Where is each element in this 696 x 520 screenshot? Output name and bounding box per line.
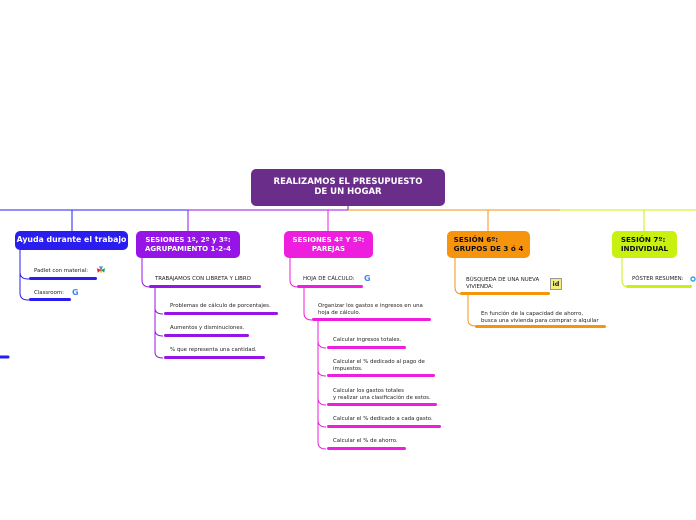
leaf-libreta-libro[interactable]: TRABAJAMOS CON LIBRETA Y LIBRO [155,276,251,282]
branch-ayuda[interactable]: Ayuda durante el trabajo [15,231,128,250]
edge-b2-sub [154,288,164,359]
leaf-gastos-totales[interactable]: Calcular los gastos totales y realizar u… [333,388,431,402]
leaf-capacidad-ahorro[interactable]: En función de la capacidad de ahorro, bu… [481,311,599,325]
leaf-padlet[interactable]: Padlet con material: [34,268,89,274]
leaf-organizar[interactable]: Organizar los gastos e ingresos en una h… [318,303,423,317]
leaf-classroom[interactable]: Classroom: [34,290,64,296]
branch-sesiones-1-3-label: SESIONES 1º, 2º y 3º: AGRUPAMIENTO 1-2-4 [145,236,231,253]
leaf-impuestos-underline [327,374,435,377]
edge-b1-items [19,250,30,301]
root-topic[interactable]: REALIZAMOS EL PRESUPUESTO DE UN HOGAR [251,169,445,206]
edge-b5-item [621,258,630,288]
leaf-poster-resumen-underline [626,285,692,288]
edge-b3-subsub [317,321,327,450]
leaf-cada-gasto[interactable]: Calcular el % dedicado a cada gasto. [333,416,433,422]
leaf-cada-gasto-underline [327,425,441,428]
branch-sesion-7-label: SESIÓN 7º: INDIVIDUAL [620,235,669,253]
leaf-aumentos-underline [164,334,249,337]
leaf-impuestos[interactable]: Calcular el % dedicado al pago de impues… [333,359,425,373]
leaf-poster-resumen[interactable]: PÓSTER RESUMEN: [632,276,684,282]
google-icon[interactable]: G [72,288,79,297]
leaf-hoja-calculo-underline [297,285,363,288]
leaf-ingresos-underline [327,346,406,349]
leaf-cantidad-underline [164,356,265,359]
leaf-libreta-libro-underline [149,285,261,288]
google-icon[interactable]: G [364,274,371,283]
leaf-porcentajes[interactable]: Problemas de cálculo de porcentajes. [170,303,271,309]
leaf-gastos-totales-underline [327,403,437,406]
edge-b4-sub [467,295,477,327]
branch-sesion-6-label: SESIÓN 6º: GRUPOS DE 3 ó 4 [453,235,524,253]
leaf-ahorro-underline [327,447,406,450]
branch-sesiones-1-3[interactable]: SESIONES 1º, 2º y 3º: AGRUPAMIENTO 1-2-4 [136,231,240,258]
branch-sesion-6[interactable]: SESIÓN 6º: GRUPOS DE 3 ó 4 [447,231,530,258]
leaf-capacidad-ahorro-underline [475,325,606,328]
edge-b3-item [289,258,299,288]
leaf-padlet-underline [29,277,97,280]
leaf-busqueda-vivienda[interactable]: BÚSQUEDA DE UNA NUEVA VIVIENDA: [466,277,540,291]
edge-b3-sub [303,288,313,321]
edge-b4-item [454,258,463,295]
leaf-porcentajes-underline [164,312,278,315]
leaf-cantidad[interactable]: % que representa una cantidad. [170,347,257,353]
canva-icon[interactable] [690,274,696,284]
leaf-organizar-underline [312,318,431,321]
branch-sesiones-4-5[interactable]: SESIONES 4º Y 5º: PAREJAS [284,231,373,258]
branch-sesiones-4-5-label: SESIONES 4º Y 5º: PAREJAS [292,236,365,253]
leaf-hoja-calculo[interactable]: HOJA DE CÁLCULO: [303,276,355,282]
leaf-ingresos[interactable]: Calcular ingresos totales. [333,337,402,343]
root-topic-label: REALIZAMOS EL PRESUPUESTO DE UN HOGAR [273,176,423,197]
leaf-ahorro[interactable]: Calcular el % de ahorro. [333,438,398,444]
id-icon[interactable]: id [550,278,562,290]
leaf-classroom-underline [29,298,71,301]
edge-b2-item [141,258,151,288]
leaf-busqueda-vivienda-underline [460,292,550,295]
padlet-icon[interactable] [96,265,106,275]
branch-sesion-7[interactable]: SESIÓN 7º: INDIVIDUAL [612,231,677,258]
branch-ayuda-label: Ayuda durante el trabajo [16,235,127,245]
leaf-aumentos[interactable]: Aumentos y disminuciones. [170,325,245,331]
